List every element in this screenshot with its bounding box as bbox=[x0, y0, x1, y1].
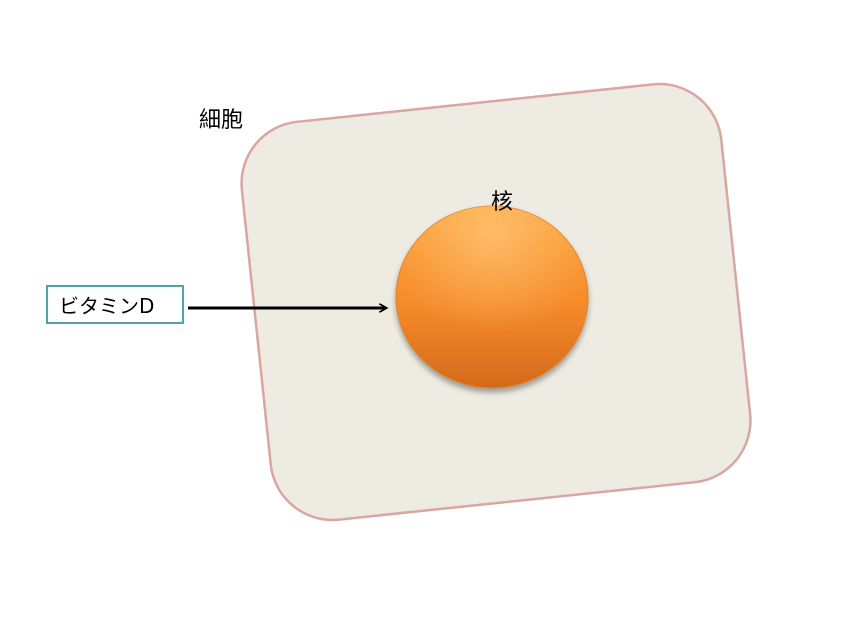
vitamin-d-box: ビタミンD bbox=[46, 285, 184, 324]
nucleus bbox=[395, 205, 589, 389]
cell-label: 細胞 bbox=[199, 108, 244, 133]
vitamin-d-label: ビタミンD bbox=[59, 294, 155, 318]
nucleus-label: 核 bbox=[491, 190, 514, 215]
